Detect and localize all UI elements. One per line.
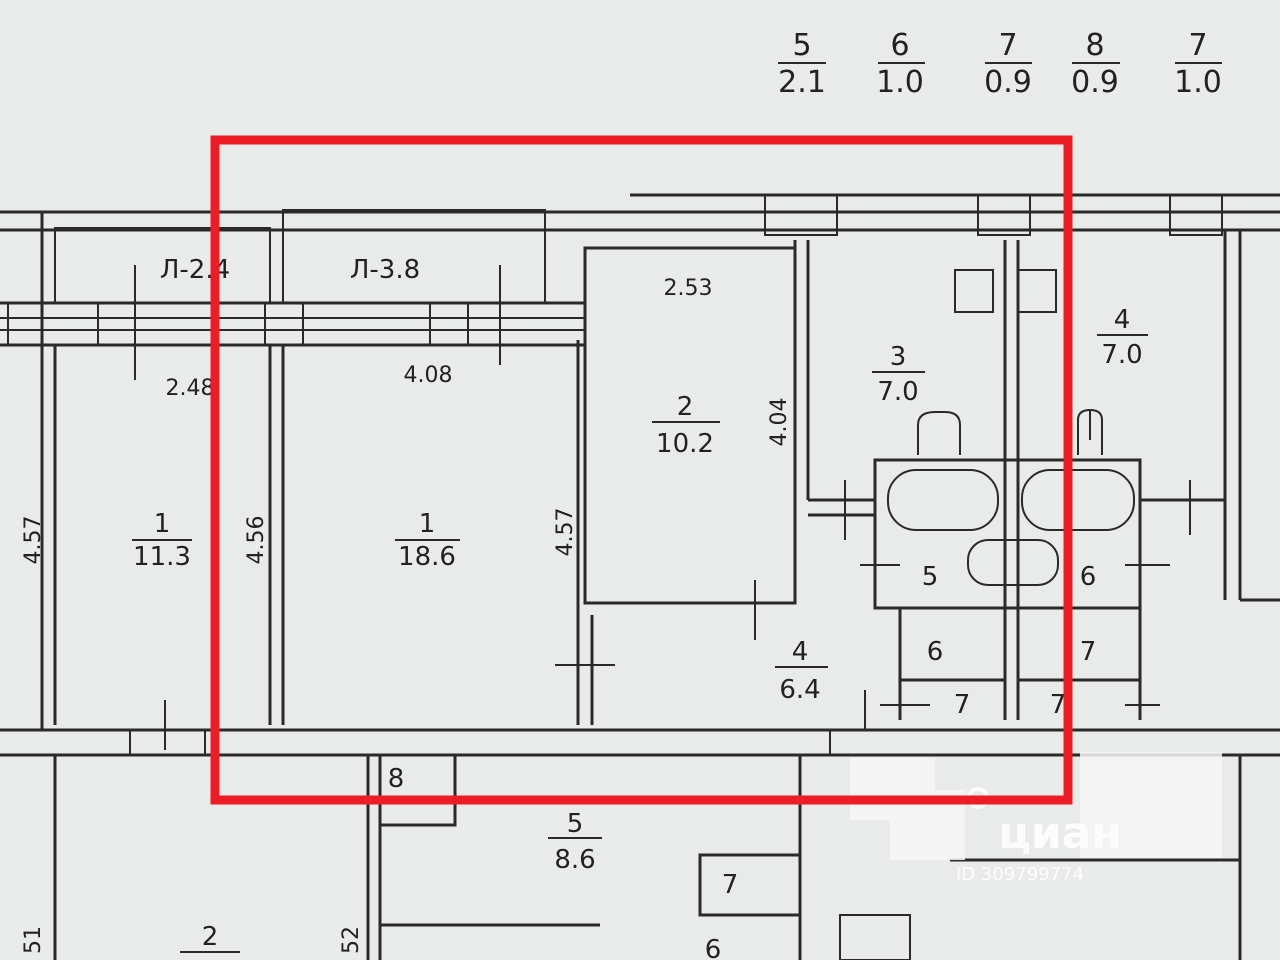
- svg-text:8.6: 8.6: [554, 845, 595, 875]
- legend-item: 8 0.9: [1071, 28, 1120, 100]
- sink: [967, 539, 1059, 586]
- room-label: 4 7.0: [1097, 305, 1148, 370]
- fixture-label: 5: [922, 562, 939, 592]
- room-8-walls: [378, 753, 457, 827]
- toilet-icon: [917, 411, 961, 455]
- wall: [898, 608, 1142, 720]
- watermark-brand: циан: [998, 808, 1122, 859]
- room-label: 1 18.6: [395, 509, 460, 572]
- room-label: 2 10.2: [652, 392, 720, 459]
- svg-text:11.3: 11.3: [133, 542, 191, 572]
- legend-item: 7 0.9: [984, 28, 1032, 100]
- room-label: 4 6.4: [775, 637, 828, 705]
- svg-text:5: 5: [792, 28, 811, 63]
- window-glazing: [0, 317, 585, 331]
- svg-text:10.2: 10.2: [656, 429, 714, 459]
- svg-text:2.1: 2.1: [778, 65, 826, 100]
- room-label: 3 7.0: [872, 342, 925, 407]
- legend-item: 7 1.0: [1174, 28, 1222, 100]
- svg-text:7.0: 7.0: [877, 377, 918, 407]
- radiator-icon: [954, 269, 994, 313]
- legend-item: 5 2.1: [778, 28, 826, 100]
- room-label: 2: [180, 922, 240, 953]
- wall: [366, 755, 382, 960]
- window: [1169, 194, 1223, 236]
- svg-text:3: 3: [890, 342, 907, 372]
- wall: [576, 340, 594, 725]
- room-label: 1 11.3: [132, 509, 192, 572]
- fixture-label: 8: [388, 764, 405, 794]
- stair-icon: [839, 914, 911, 960]
- balcony-label: Л-3.8: [350, 255, 420, 285]
- watermark-id: ID 309799774: [956, 864, 1084, 885]
- window: [264, 302, 304, 346]
- wall: [40, 212, 57, 730]
- dimension-label: 4.04: [767, 398, 792, 447]
- window: [429, 302, 469, 346]
- wall-joint: [129, 730, 831, 755]
- svg-text:18.6: 18.6: [398, 542, 456, 572]
- svg-text:6.4: 6.4: [779, 675, 820, 705]
- svg-text:2: 2: [202, 922, 219, 952]
- dimension-label: 4.56: [244, 516, 269, 565]
- window: [977, 194, 1031, 236]
- window: [7, 302, 99, 346]
- svg-text:1: 1: [419, 509, 436, 539]
- radiator-icon: [1017, 269, 1057, 313]
- svg-text:4: 4: [1114, 305, 1131, 335]
- wall: [1003, 460, 1020, 720]
- svg-text:6: 6: [890, 28, 909, 63]
- room-2-walls: [583, 246, 797, 605]
- svg-text:0.9: 0.9: [1071, 65, 1119, 100]
- corridor-wall: [0, 728, 1280, 757]
- svg-text:1.0: 1.0: [1174, 65, 1222, 100]
- fixture-label: 6: [927, 637, 944, 667]
- fixture-label: 7: [1050, 690, 1067, 720]
- svg-text:7: 7: [998, 28, 1017, 63]
- dimension-label: 51: [21, 926, 46, 954]
- wall: [793, 240, 810, 500]
- highlight-frame: [210, 135, 1073, 805]
- bathtub: [1021, 469, 1135, 531]
- svg-text:4: 4: [792, 637, 809, 667]
- svg-text:1.0: 1.0: [876, 65, 924, 100]
- area-legend: 5 2.1 6 1.0 7 0.9 8 0.9 7 1.0: [778, 28, 1222, 100]
- wall: [1003, 240, 1020, 460]
- dimension-label: 2.53: [664, 276, 713, 301]
- svg-text:1: 1: [154, 509, 171, 539]
- dimension-label: 4.08: [404, 363, 453, 388]
- watermark: циан ID 309799774: [850, 752, 1222, 885]
- svg-text:7: 7: [1188, 28, 1207, 63]
- svg-text:7.0: 7.0: [1101, 340, 1142, 370]
- fixture-label: 7: [954, 690, 971, 720]
- wall: [808, 498, 875, 517]
- svg-text:8: 8: [1085, 28, 1104, 63]
- dimension-label: 4.57: [21, 516, 46, 565]
- bathtub: [887, 469, 999, 531]
- fixture-label: 7: [1080, 637, 1097, 667]
- svg-text:5: 5: [567, 809, 584, 839]
- wall: [268, 345, 285, 725]
- room-label: 5 8.6: [548, 809, 602, 875]
- window: [764, 194, 838, 236]
- wall: [950, 755, 1242, 960]
- fixture-label: 6: [1080, 562, 1097, 592]
- exterior-wall: [0, 301, 585, 347]
- balcony-label: Л-2.4: [160, 255, 230, 285]
- fixture-label: 6: [705, 935, 722, 960]
- dimension-ticks: [134, 265, 1191, 750]
- svg-text:2: 2: [677, 392, 694, 422]
- svg-text:0.9: 0.9: [984, 65, 1032, 100]
- dimension-label: 52: [339, 926, 364, 954]
- fixture-label: 7: [722, 870, 739, 900]
- legend-item: 6 1.0: [876, 28, 925, 100]
- dimension-label: 4.57: [553, 508, 578, 557]
- wall: [1140, 230, 1280, 602]
- bathroom-block: [873, 458, 1142, 610]
- dimension-label: 2.48: [166, 376, 215, 401]
- wc-walls: [698, 853, 802, 917]
